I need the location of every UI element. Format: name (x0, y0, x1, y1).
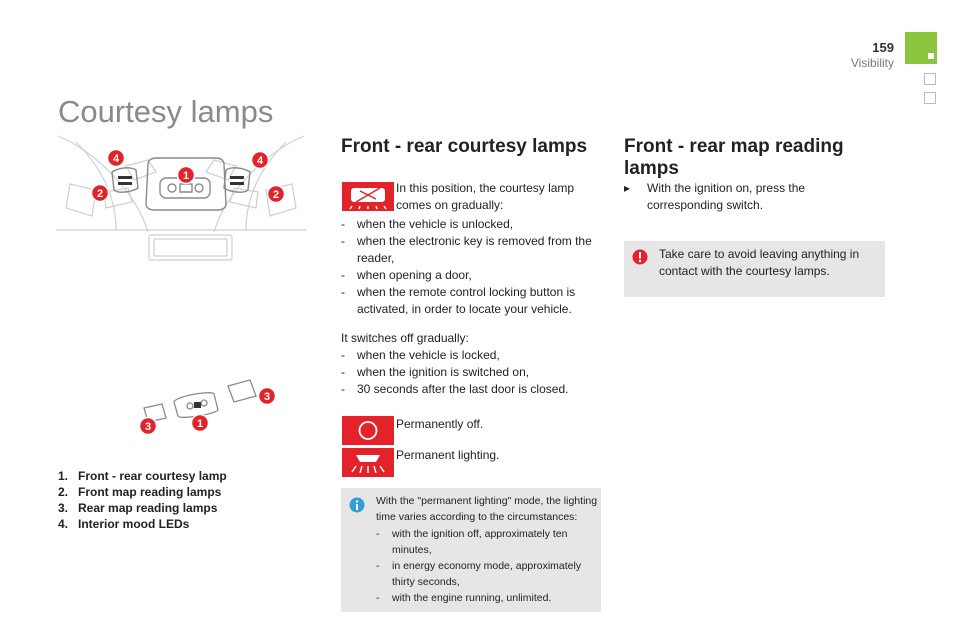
list-item: when the ignition is switched on, (341, 364, 597, 381)
info-list: with the ignition off, approximately ten… (376, 526, 598, 606)
legend-item: 3.Rear map reading lamps (58, 501, 218, 515)
callout-4-left (106, 148, 126, 168)
arrow-marker-icon: ▸ (624, 181, 631, 195)
page-number: 159 (872, 40, 894, 55)
callout-1-rear (190, 413, 210, 433)
permanent-lighting-label: Permanent lighting. (396, 448, 500, 462)
info-intro: With the "permanent lighting" mode, the … (376, 495, 598, 523)
callout-label: 2 (273, 189, 279, 201)
map-reading-heading: Front - rear map reading lamps (624, 136, 844, 179)
permanent-lighting-info-box: With the "permanent lighting" mode, the … (341, 488, 601, 612)
on-conditions-list: when the vehicle is unlocked, when the e… (341, 216, 597, 318)
section-name: Visibility (850, 56, 894, 70)
rear-lamps-illustration: 3 3 1 (138, 379, 277, 436)
off-conditions-list: when the vehicle is locked, when the ign… (341, 347, 597, 398)
warning-text: Take care to avoid leaving anything in c… (659, 247, 860, 278)
permanent-lighting-icon (342, 448, 394, 477)
section-tab-active[interactable] (905, 32, 937, 64)
callout-label: 4 (113, 153, 120, 165)
list-item: in energy economy mode, approximately th… (376, 558, 598, 590)
warning-box: Take care to avoid leaving anything in c… (624, 241, 885, 297)
legend: 1.Front - rear courtesy lamp 2.Front map… (58, 468, 227, 532)
callout-label: 3 (145, 421, 151, 433)
callout-2-left (90, 183, 110, 203)
callout-label: 2 (97, 188, 103, 200)
callout-label: 4 (257, 155, 264, 167)
door-position-icon (342, 182, 394, 211)
legend-item: 1.Front - rear courtesy lamp (58, 469, 227, 483)
info-icon (349, 497, 365, 513)
callout-label: 3 (264, 391, 270, 403)
callout-label: 1 (197, 418, 203, 430)
legend-item: 4.Interior mood LEDs (58, 517, 190, 531)
permanently-off-label: Permanently off. (396, 417, 484, 431)
callout-1 (176, 165, 196, 185)
list-item: when opening a door, (341, 267, 597, 284)
courtesy-lamps-heading: Front - rear courtesy lamps (341, 136, 588, 157)
list-item: with the engine running, unlimited. (376, 590, 598, 606)
section-tab[interactable] (924, 92, 936, 104)
callout-3-right (257, 386, 277, 406)
legend-item: 2.Front map reading lamps (58, 485, 222, 499)
position-text: In this position, the courtesy lamp come… (396, 181, 575, 212)
list-item: when the remote control locking button i… (341, 284, 597, 318)
warning-icon (632, 249, 648, 265)
list-item: when the vehicle is unlocked, (341, 216, 597, 233)
list-item: with the ignition off, approximately ten… (376, 526, 598, 558)
callout-2-right (266, 184, 286, 204)
map-reading-instruction: With the ignition on, press the correspo… (647, 181, 806, 212)
callout-label: 1 (183, 170, 189, 182)
switch-off-intro: It switches off gradually: (341, 331, 469, 345)
off-position-icon (342, 416, 394, 445)
overhead-console-illustration: 4 4 2 2 1 (56, 135, 306, 261)
page-title: Courtesy lamps (58, 94, 274, 129)
callout-4-right (250, 150, 270, 170)
list-item: 30 seconds after the last door is closed… (341, 381, 597, 398)
section-tab[interactable] (924, 73, 936, 85)
list-item: when the vehicle is locked, (341, 347, 597, 364)
list-item: when the electronic key is removed from … (341, 233, 597, 267)
callout-3-left (138, 416, 158, 436)
